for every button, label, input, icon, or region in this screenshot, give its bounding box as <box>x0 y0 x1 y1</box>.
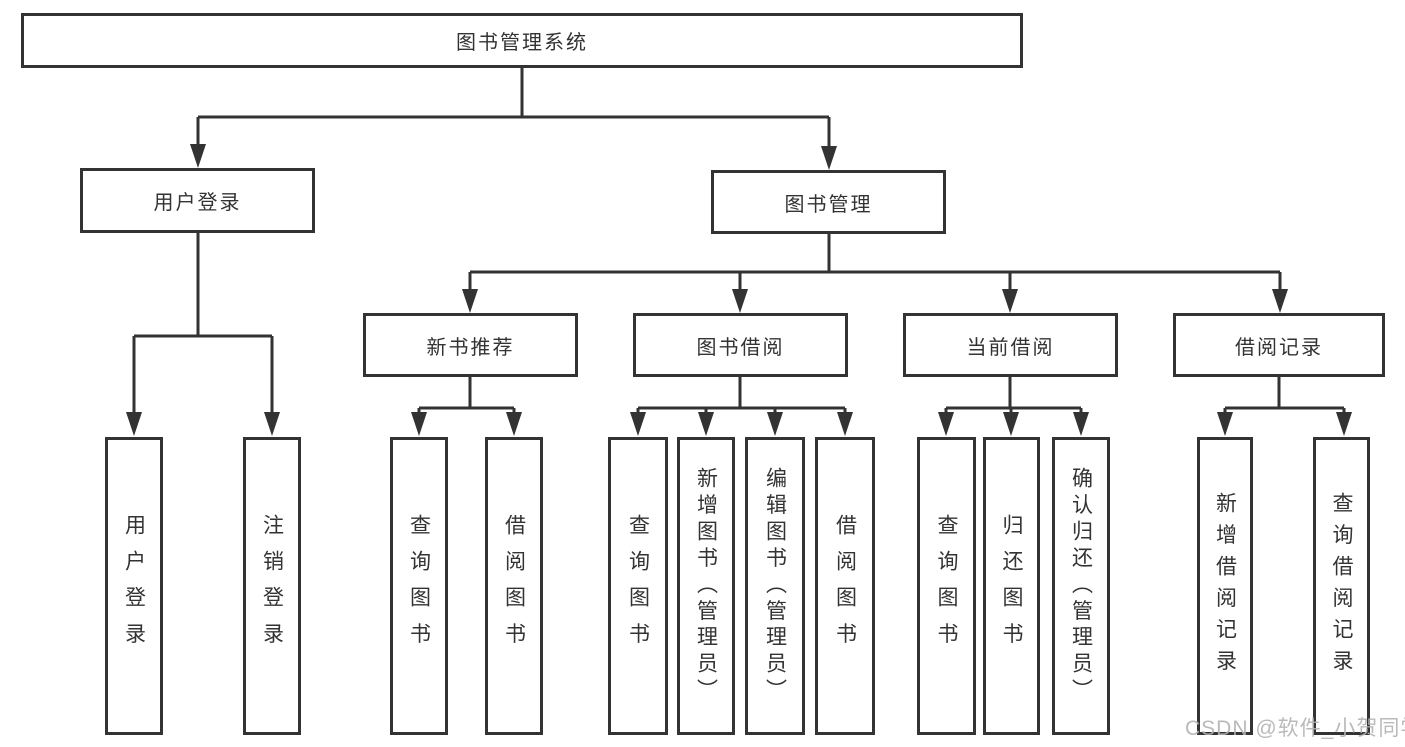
node-label: 图书管理 <box>784 193 873 216</box>
node-leaf-query-books-2: 查询图书 <box>608 437 668 735</box>
node-label: 查询图书 <box>935 513 958 659</box>
node-library-system: 图书管理系统 <box>21 13 1023 68</box>
node-label: 借阅图书 <box>833 513 857 659</box>
node-label: 编辑图书（管理员） <box>763 466 787 706</box>
node-label: 用户登录 <box>153 192 242 214</box>
node-label: 查询借阅记录 <box>1330 491 1353 681</box>
node-leaf-add-books-admin: 新增图书（管理员） <box>677 437 735 735</box>
node-label: 注销登录 <box>260 513 284 659</box>
node-label: 确认归还（管理员） <box>1069 466 1093 706</box>
node-label: 新书推荐 <box>426 336 515 359</box>
node-leaf-return-books: 归还图书 <box>983 437 1040 735</box>
node-leaf-user-login: 用户登录 <box>105 437 163 735</box>
node-label: 图书借阅 <box>696 336 785 359</box>
node-user-login-branch: 用户登录 <box>80 168 315 233</box>
node-leaf-borrow-books-2: 借阅图书 <box>815 437 875 735</box>
node-label: 归还图书 <box>1000 513 1023 659</box>
node-label: 新增借阅记录 <box>1213 491 1237 681</box>
node-label: 查询图书 <box>407 513 431 659</box>
node-leaf-edit-books-admin: 编辑图书（管理员） <box>745 437 805 735</box>
node-leaf-query-borrow-record: 查询借阅记录 <box>1313 437 1370 735</box>
node-label: 用户登录 <box>122 513 146 659</box>
node-leaf-borrow-books-1: 借阅图书 <box>485 437 543 735</box>
node-leaf-add-borrow-record: 新增借阅记录 <box>1197 437 1253 735</box>
node-leaf-query-books-3: 查询图书 <box>917 437 976 735</box>
node-label: 借阅图书 <box>502 513 526 659</box>
node-leaf-query-books-1: 查询图书 <box>390 437 448 735</box>
node-label: 当前借阅 <box>966 336 1055 359</box>
node-leaf-logout: 注销登录 <box>243 437 301 735</box>
node-label: 借阅记录 <box>1235 336 1323 359</box>
node-label: 图书管理系统 <box>456 32 588 54</box>
arrowheads <box>126 144 1352 436</box>
node-new-book-recommend: 新书推荐 <box>363 313 578 377</box>
node-leaf-confirm-return-admin: 确认归还（管理员） <box>1052 437 1110 735</box>
csdn-watermark: CSDN @软件_小贺同学 <box>1185 717 1405 740</box>
node-book-borrow: 图书借阅 <box>633 313 848 377</box>
node-borrow-records: 借阅记录 <box>1173 313 1385 377</box>
node-label: 新增图书（管理员） <box>694 466 718 706</box>
node-current-borrow: 当前借阅 <box>903 313 1118 377</box>
node-label: 查询图书 <box>626 513 650 659</box>
node-book-management: 图书管理 <box>711 170 946 234</box>
